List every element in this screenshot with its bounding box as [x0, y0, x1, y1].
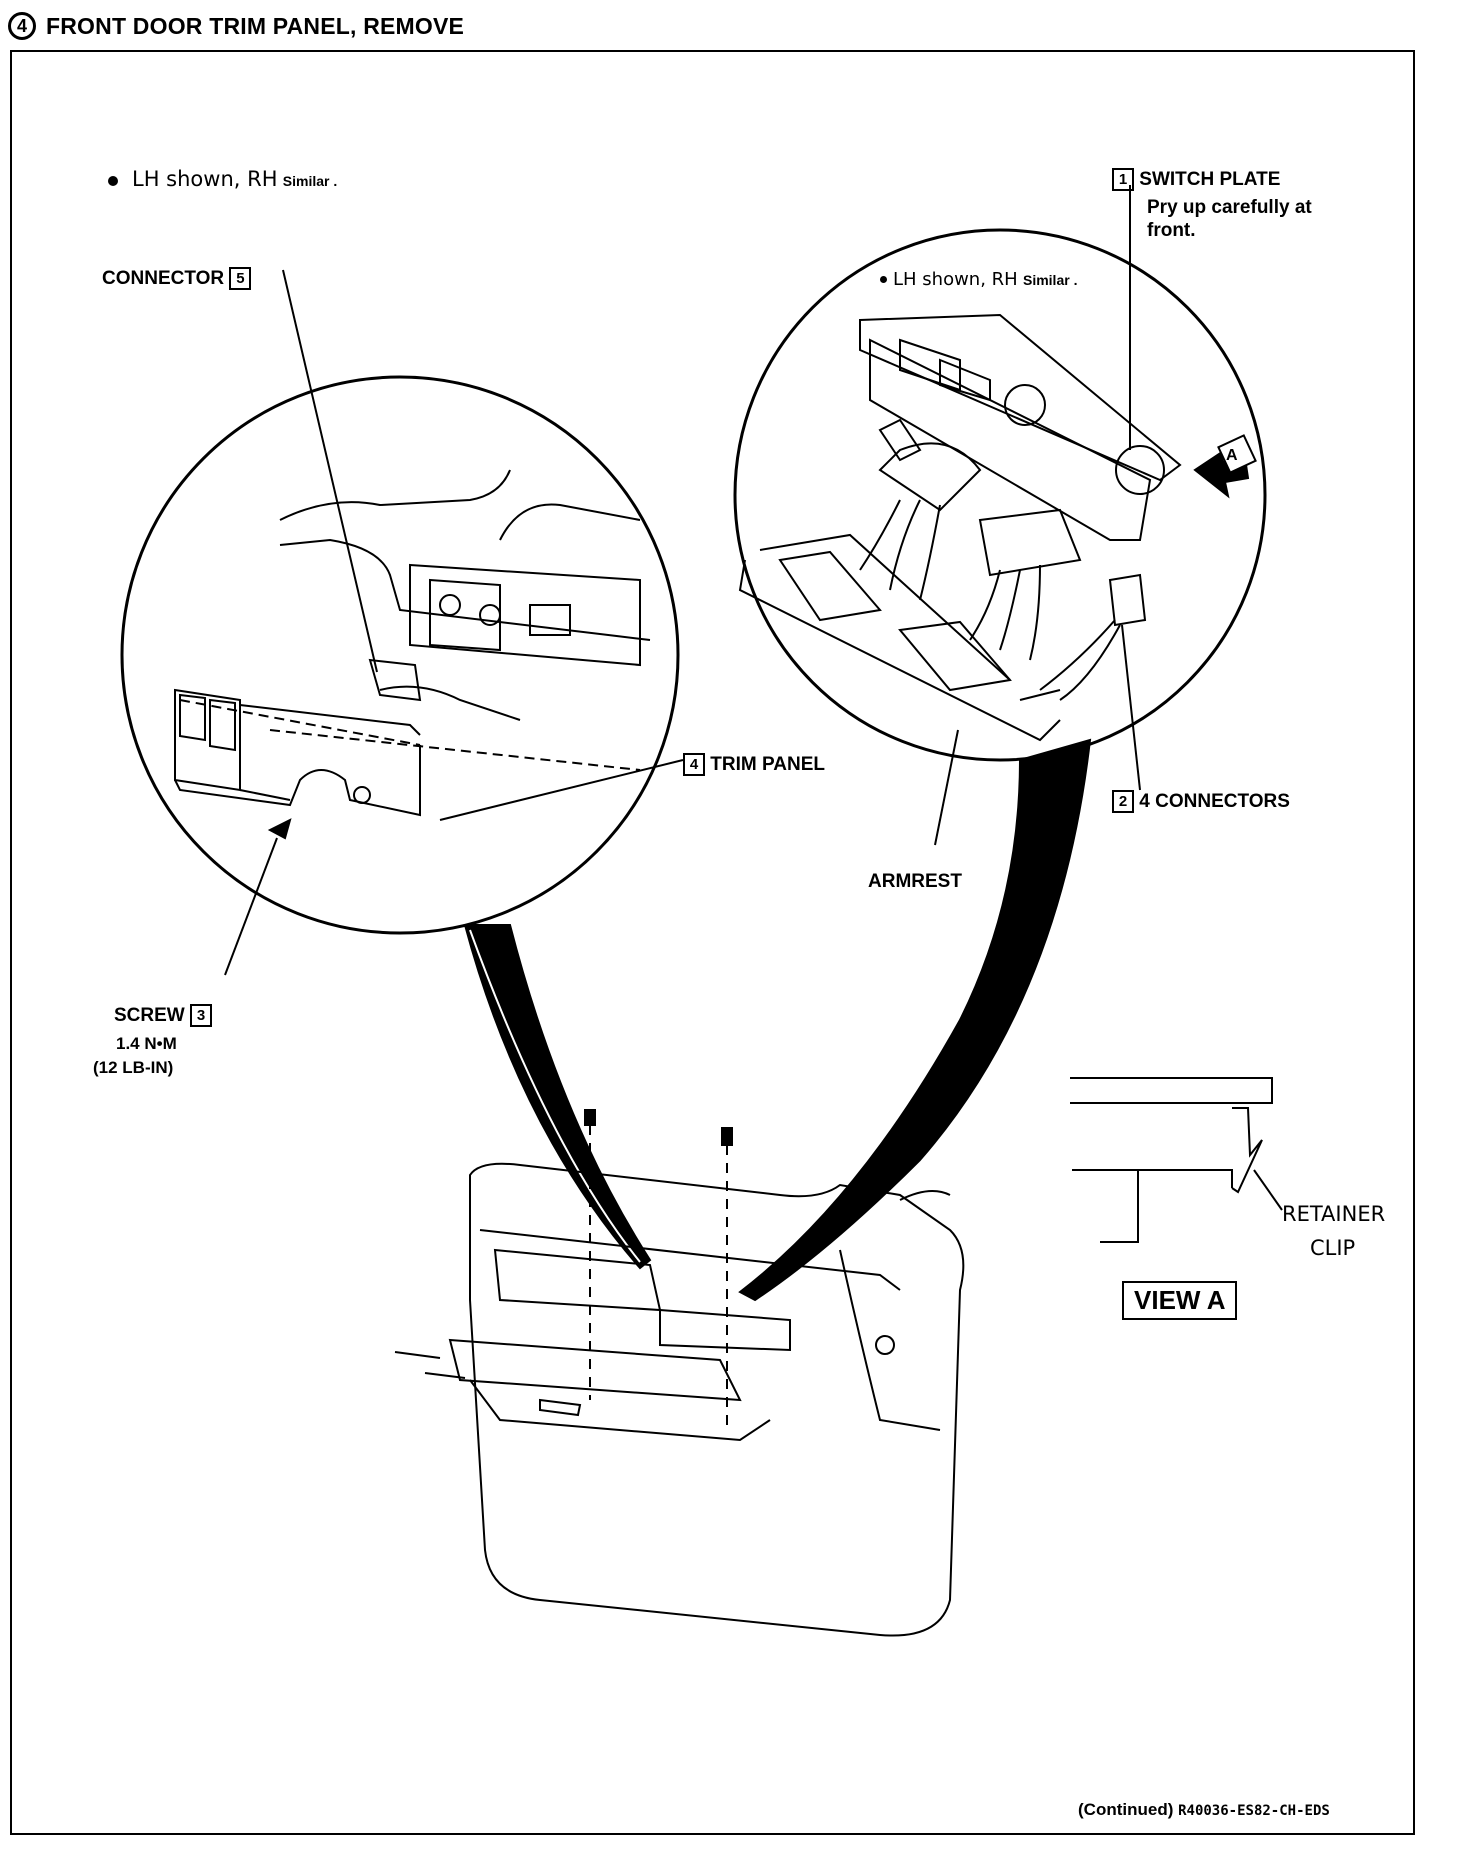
callout-number: 1	[1112, 168, 1134, 192]
left-magnifier-beam	[463, 924, 652, 1270]
left-beam-stripe	[469, 929, 641, 1263]
callout-number: 2	[1112, 790, 1134, 814]
switch-plate-label: SWITCH PLATE	[1139, 169, 1281, 190]
step-number-circle-icon: 4	[8, 12, 36, 40]
switch-plate-desc-2: front.	[1147, 220, 1196, 241]
view-arrow-icon: A	[1226, 447, 1238, 464]
callout-number: 3	[190, 1004, 213, 1028]
trim-panel-label: TRIM PANEL	[710, 754, 825, 775]
screw-torque-imperial: (12 LB-IN)	[93, 1058, 174, 1077]
right-magnifier-beam	[738, 738, 1092, 1302]
detail-note: LH shown, RH Similar .	[880, 268, 1077, 292]
armrest-label: ARMREST	[868, 871, 962, 892]
page-header: 4 FRONT DOOR TRIM PANEL, REMOVE	[8, 8, 464, 44]
page-title: FRONT DOOR TRIM PANEL, REMOVE	[46, 12, 465, 39]
continued-text: (Continued)	[1078, 1800, 1174, 1819]
right-detail-circle	[733, 228, 1267, 762]
screw-callout: SCREW 3	[114, 1004, 213, 1028]
bullet-icon	[880, 276, 887, 284]
connectors-label: 4 CONNECTORS	[1139, 791, 1290, 812]
retainer-clip-label-1: RETAINER	[1282, 1202, 1386, 1226]
left-detail-art	[174, 469, 651, 840]
step-number: 4	[16, 15, 27, 36]
connector-callout: CONNECTOR 5	[102, 267, 252, 291]
right-detail-art	[738, 313, 1257, 742]
callout-number: 5	[229, 267, 252, 291]
switch-plate-desc-1: Pry up carefully at	[1147, 197, 1312, 218]
door-panel-art	[394, 1109, 965, 1637]
bullet-icon	[108, 175, 118, 186]
view-a-label: VIEW A	[1122, 1281, 1238, 1320]
footer: (Continued) R40036-ES82-CH-EDS	[1078, 1800, 1330, 1820]
callout-number: 4	[683, 753, 705, 777]
view-a-detail	[1070, 1077, 1283, 1243]
connector-label: CONNECTOR	[102, 268, 225, 289]
main-note: LH shown, RH Similar .	[108, 168, 337, 193]
retainer-clip-label-2: CLIP	[1310, 1236, 1356, 1260]
screw-torque: 1.4 N•M	[116, 1034, 177, 1053]
left-detail-circle	[120, 375, 680, 935]
connectors-callout: 2 4 CONNECTORS	[1112, 790, 1290, 814]
screw-label: SCREW	[114, 1005, 185, 1026]
switch-plate-callout: 1 SWITCH PLATE	[1112, 168, 1281, 192]
figure-code: R40036-ES82-CH-EDS	[1178, 1803, 1330, 1819]
trim-panel-callout: 4 TRIM PANEL	[683, 753, 825, 777]
figure-frame	[10, 50, 1415, 1835]
leader-lines	[224, 185, 1141, 976]
